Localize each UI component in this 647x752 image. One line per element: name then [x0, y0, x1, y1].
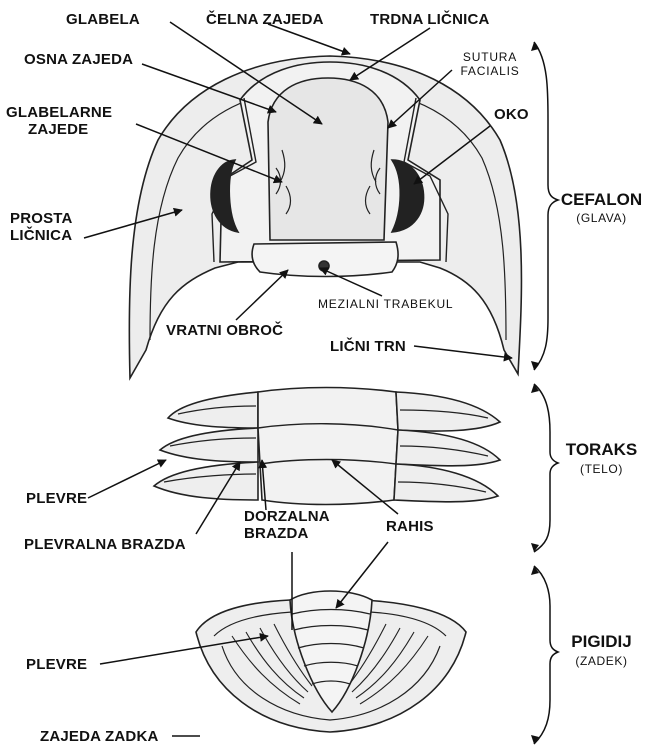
- label-sutura-line1: SUTURA: [452, 51, 528, 65]
- label-licni-trn: LIČNI TRN: [330, 338, 406, 355]
- label-sutura-facialis: SUTURA FACIALIS: [452, 51, 528, 79]
- label-vratni-obroc: VRATNI OBROČ: [166, 322, 283, 339]
- label-glabelarne-line1: GLABELARNE: [6, 104, 112, 121]
- section-braces: [534, 42, 558, 744]
- label-mezialni-trabekul: MEZIALNI TRABEKUL: [318, 298, 453, 312]
- brace-cefalon: [534, 42, 558, 370]
- label-dorzalna-line2: BRAZDA: [244, 525, 330, 542]
- label-prosta-line1: PROSTA: [10, 210, 73, 227]
- label-osna-zajeda: OSNA ZAJEDA: [24, 51, 133, 68]
- label-glabela: GLABELA: [66, 11, 140, 28]
- section-toraks-title: TORAKS: [556, 440, 647, 460]
- label-prosta-line2: LIČNICA: [10, 227, 73, 244]
- label-dorzalna-line1: DORZALNA: [244, 508, 330, 525]
- glabella: [268, 78, 388, 240]
- label-plevralna-brazda: PLEVRALNA BRAZDA: [24, 536, 186, 553]
- label-glabelarne-zajede: GLABELARNE ZAJEDE: [6, 104, 112, 139]
- label-sutura-line2: FACIALIS: [452, 65, 528, 79]
- section-pigidij-subtitle: (ZADEK): [556, 655, 647, 669]
- label-glabelarne-line2: ZAJEDE: [6, 121, 112, 138]
- section-toraks-subtitle: (TELO): [556, 463, 647, 477]
- label-plevre-thorax: PLEVRE: [26, 490, 87, 507]
- section-cefalon-subtitle: (GLAVA): [556, 212, 647, 226]
- rachis: [258, 388, 398, 505]
- section-pigidij-title: PIGIDIJ: [556, 632, 647, 652]
- label-celna-zajeda: ČELNA ZAJEDA: [206, 11, 324, 28]
- brace-toraks: [534, 384, 558, 552]
- pygidium-drawing: [196, 591, 466, 732]
- leader-licni-trn: [414, 346, 512, 358]
- label-prosta-licnica: PROSTA LIČNICA: [10, 210, 73, 245]
- label-plevre-pygidium: PLEVRE: [26, 656, 87, 673]
- label-oko: OKO: [494, 106, 529, 123]
- leader-celna-zajeda: [268, 24, 350, 54]
- leader-vratni: [236, 270, 288, 320]
- label-trdna-licnica: TRDNA LIČNICA: [370, 11, 490, 28]
- thorax-drawing: [154, 388, 500, 505]
- brace-pigidij: [534, 566, 558, 744]
- section-cefalon-title: CEFALON: [556, 190, 647, 210]
- label-dorzalna-brazda: DORZALNA BRAZDA: [244, 508, 330, 543]
- label-rahis: RAHIS: [386, 518, 434, 535]
- label-zajeda-zadka: ZAJEDA ZADKA: [40, 728, 159, 745]
- leader-plevre-top: [88, 460, 166, 498]
